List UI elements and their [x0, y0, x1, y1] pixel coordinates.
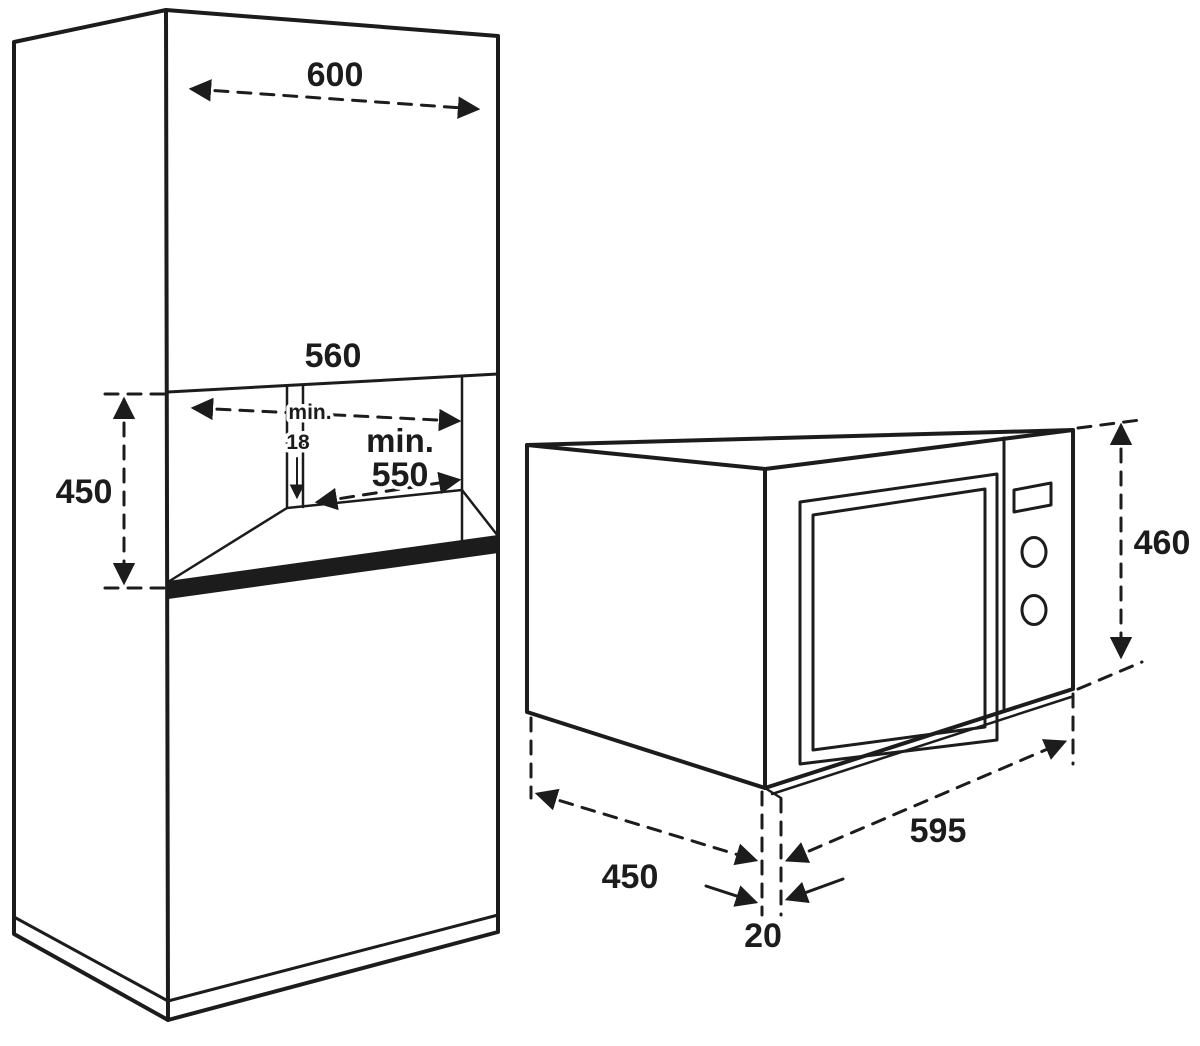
microwave-knob-top [1020, 536, 1048, 568]
niche-depth-arrow [314, 471, 462, 511]
niche-top-edge [166, 372, 500, 394]
panel-thickness-dimension-label: 18 [286, 431, 310, 454]
cabinet-drawing [12, 8, 500, 1022]
microwave-door-frame [798, 472, 999, 766]
cabinet-width-dimension-label: 600 [307, 56, 364, 94]
microwave-dimension-lines [529, 418, 1144, 917]
microwave-body-outline [525, 428, 1075, 790]
frame-gap-left-arrow [704, 884, 759, 907]
microwave-display [1012, 481, 1053, 514]
panel-thickness-min-label: min. [288, 401, 331, 424]
frame-gap-right-arrow [784, 877, 845, 904]
microwave-knob-bottom [1020, 594, 1048, 626]
cabinet-width-arrow [188, 79, 481, 119]
niche-shelf [167, 535, 499, 599]
niche-height-dimension-label: 450 [56, 473, 113, 511]
microwave-height-dimension-label: 460 [1134, 524, 1191, 562]
cabinet-dimension-lines [100, 79, 481, 590]
niche-width-dimension-label: 560 [305, 337, 362, 375]
niche-depth-min-label: min. [366, 422, 434, 459]
microwave-depth-dimension-label: 450 [602, 858, 659, 896]
microwave-door-window [811, 487, 987, 752]
microwave-width-dimension-label: 595 [910, 812, 967, 850]
cabinet-body-outline [12, 8, 500, 1022]
microwave-width-arrow [784, 739, 1068, 863]
niche-depth-dimension-label: 550 [372, 456, 429, 494]
microwave-depth-arrow [534, 788, 759, 866]
microwave-drawing [525, 428, 1075, 800]
frame-gap-dimension-label: 20 [744, 917, 782, 955]
niche-width-arrow [190, 397, 462, 432]
